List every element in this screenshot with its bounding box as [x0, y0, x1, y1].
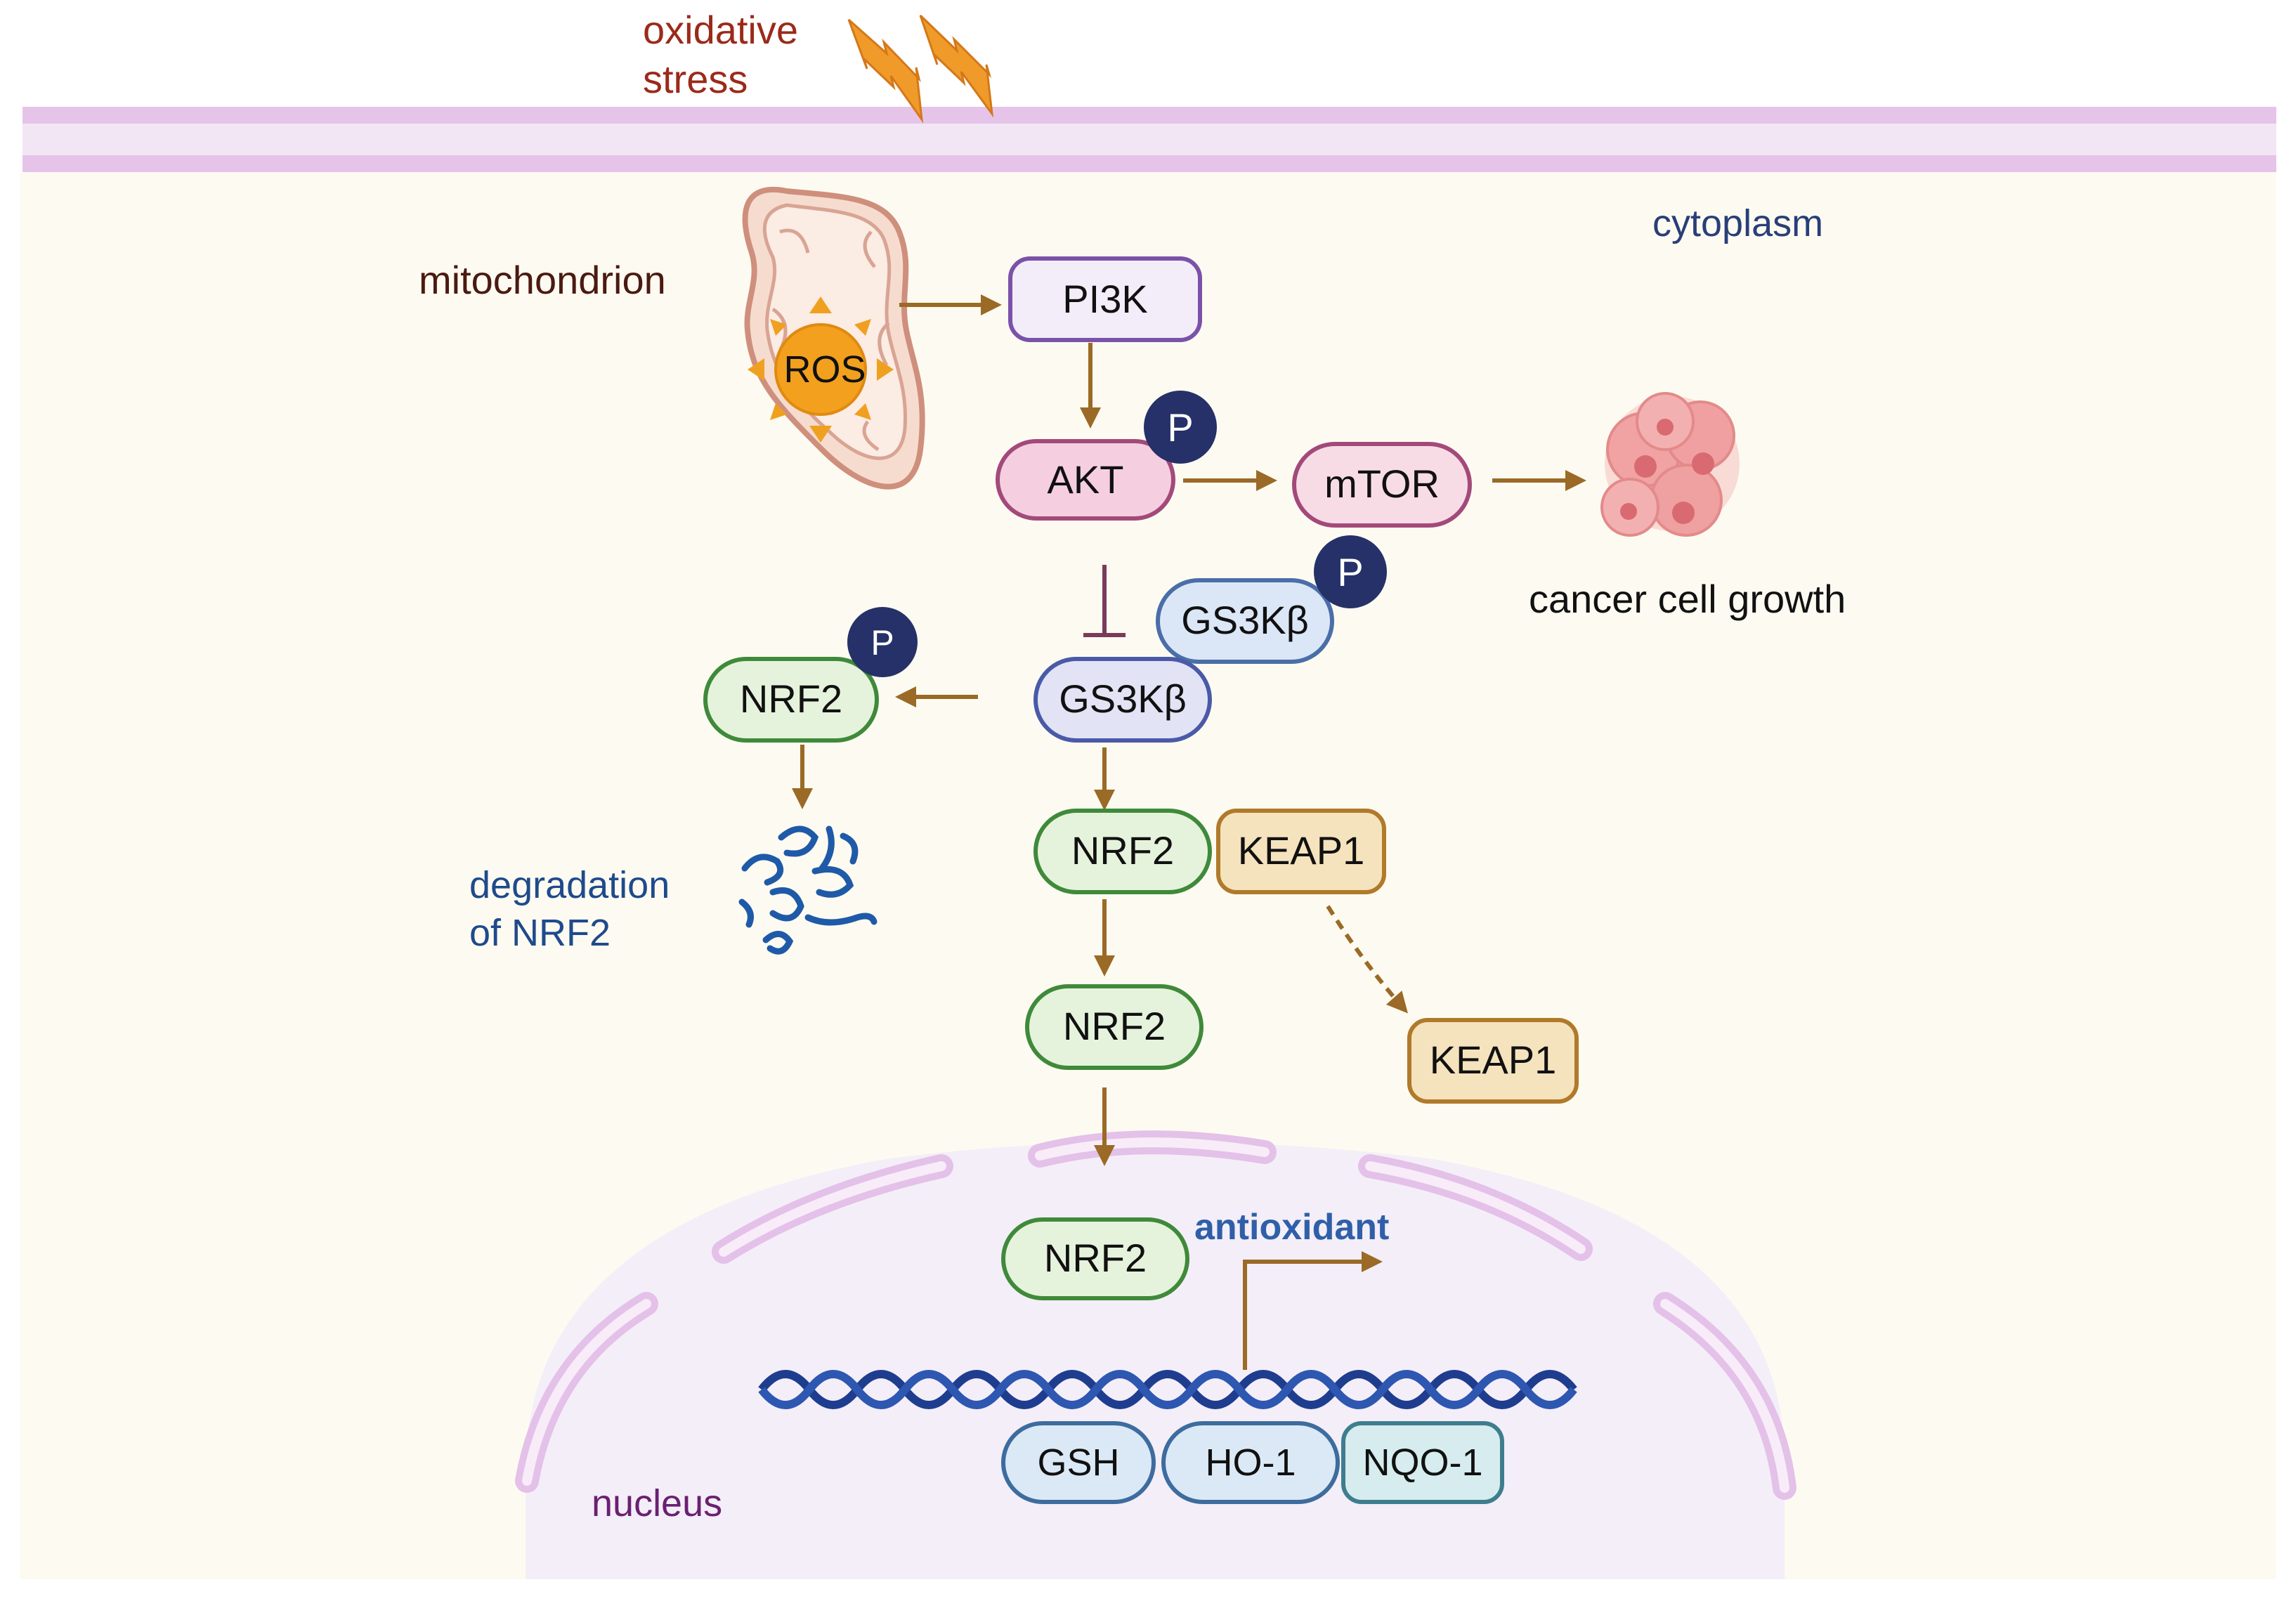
- cell-membrane: [22, 107, 2276, 172]
- svg-text:HO-1: HO-1: [1205, 1442, 1296, 1484]
- svg-text:GSH: GSH: [1037, 1442, 1119, 1484]
- inhibition-akt-gsk3b: [1083, 565, 1126, 637]
- svg-text:P: P: [1337, 550, 1363, 594]
- cancer-cell-cluster-icon: [1600, 392, 1740, 537]
- lightning-bolt-icon: [847, 14, 994, 124]
- nucleus-label: nucleus: [592, 1482, 722, 1524]
- svg-text:KEAP1: KEAP1: [1430, 1038, 1557, 1082]
- arrow-transcription: [1243, 1251, 1383, 1370]
- node-keap1-free: KEAP1: [1407, 1018, 1579, 1104]
- mitochondrion-label: mitochondrion: [419, 258, 666, 302]
- node-nrf2-nuclear: NRF2: [1001, 1217, 1189, 1300]
- oxidative-stress-label: oxidative: [643, 8, 798, 52]
- svg-text:mTOR: mTOR: [1324, 462, 1440, 506]
- svg-text:NRF2: NRF2: [1044, 1236, 1147, 1280]
- node-nrf2-free: NRF2: [1025, 984, 1204, 1070]
- antioxidant-label: antioxidant: [1194, 1207, 1389, 1248]
- ros-label: ROS: [783, 348, 866, 391]
- svg-text:NRF2: NRF2: [1063, 1004, 1166, 1048]
- svg-text:P: P: [870, 623, 894, 662]
- node-nrf2-phosphorylated: NRF2: [703, 657, 879, 743]
- pathway-arrows: [792, 294, 1586, 1370]
- node-nrf2-keap1-complex-nrf2: NRF2: [1033, 809, 1212, 894]
- node-pi3k: PI3K: [1008, 256, 1202, 342]
- node-ho1: HO-1: [1161, 1421, 1340, 1504]
- cytoplasm-label: cytoplasm: [1652, 202, 1823, 244]
- cancer-cell-growth-label: cancer cell growth: [1529, 577, 1846, 621]
- phospho-badge-akt: P: [1144, 391, 1217, 464]
- ros-icon: [748, 296, 894, 443]
- node-nrf2-keap1-complex-keap1: KEAP1: [1216, 809, 1386, 894]
- node-gsk3b: GS3Kβ: [1033, 657, 1212, 743]
- node-gsh: GSH: [1001, 1421, 1156, 1504]
- phospho-badge-gsk3b: P: [1314, 535, 1387, 608]
- svg-text:P: P: [1167, 405, 1193, 450]
- svg-text:NQO-1: NQO-1: [1362, 1442, 1482, 1484]
- svg-text:GS3Kβ: GS3Kβ: [1059, 677, 1187, 721]
- degraded-protein-icon: [738, 825, 878, 955]
- node-gsk3b-phosphorylated: GS3Kβ: [1156, 578, 1334, 664]
- svg-text:AKT: AKT: [1048, 457, 1124, 502]
- phospho-badge-nrf2: P: [847, 607, 918, 677]
- svg-text:NRF2: NRF2: [1071, 828, 1174, 873]
- degradation-label: degradation: [469, 864, 670, 906]
- node-nqo1: NQO-1: [1341, 1421, 1504, 1504]
- oxidative-stress-label-line2: stress: [643, 57, 748, 101]
- svg-text:PI3K: PI3K: [1062, 277, 1147, 321]
- node-akt: AKT: [996, 439, 1175, 521]
- dna-helix-icon: [758, 1370, 1577, 1409]
- degradation-label-line2: of NRF2: [469, 912, 611, 954]
- svg-text:KEAP1: KEAP1: [1238, 828, 1365, 873]
- node-mtor: mTOR: [1292, 442, 1472, 528]
- nucleus: [515, 1130, 1796, 1579]
- svg-text:NRF2: NRF2: [740, 677, 842, 721]
- svg-text:GS3Kβ: GS3Kβ: [1181, 598, 1309, 642]
